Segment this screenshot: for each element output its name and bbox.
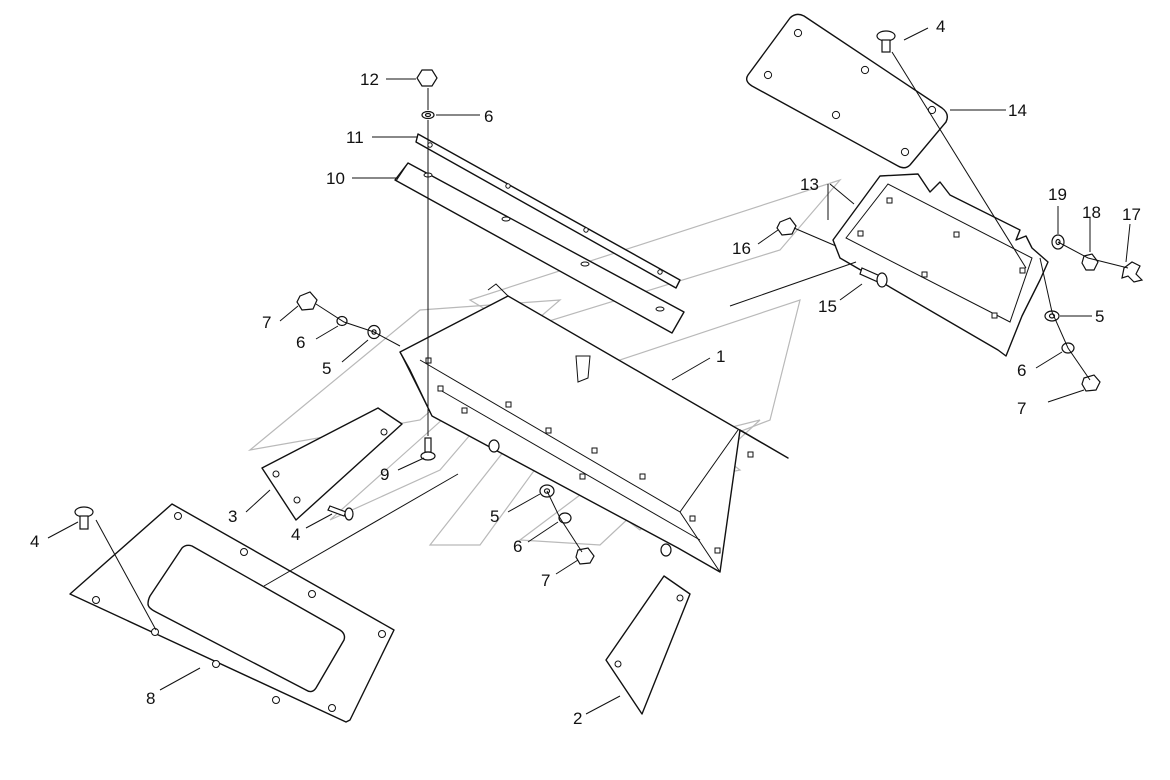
callout-4-part14-bolt: 4: [936, 17, 945, 36]
callout-6-right: 6: [1017, 361, 1026, 380]
callout-4-part3-bolt: 4: [291, 525, 300, 544]
part-10-angle: [394, 162, 685, 334]
callout-4-part8-bolt: 4: [30, 532, 39, 551]
callout-17: 17: [1122, 205, 1141, 224]
callout-labels: 1 2 3 4 4 4 5 5 5 6 6 6 6 7 7 7 8 9 10 1…: [30, 17, 1141, 728]
callout-6-top: 6: [484, 107, 493, 126]
part-14-plate: [745, 13, 949, 169]
part-8-plate: [69, 503, 395, 723]
callout-19: 19: [1048, 185, 1067, 204]
callout-6-center: 6: [513, 537, 522, 556]
callout-7-right: 7: [1017, 399, 1026, 418]
callout-13: 13: [800, 175, 819, 194]
callout-5-right: 5: [1095, 307, 1104, 326]
callout-3: 3: [228, 507, 237, 526]
callout-7-center: 7: [541, 571, 550, 590]
part-3-plate: [261, 407, 403, 521]
callout-16: 16: [732, 239, 751, 258]
callout-2: 2: [573, 709, 582, 728]
callout-5-center: 5: [490, 507, 499, 526]
callout-9: 9: [380, 465, 389, 484]
callout-11: 11: [346, 128, 364, 147]
callout-12: 12: [360, 70, 379, 89]
callout-leaders: [47, 27, 1131, 715]
callout-8: 8: [146, 689, 155, 708]
part-13-bracket: [832, 173, 1049, 357]
callout-15: 15: [818, 297, 837, 316]
callout-5-left: 5: [322, 359, 331, 378]
callout-1: 1: [716, 347, 725, 366]
callout-14: 14: [1008, 101, 1027, 120]
callout-10: 10: [326, 169, 345, 188]
part-2-plate: [605, 575, 691, 715]
assembly-lines: [95, 51, 1129, 631]
part-1-trough: [399, 283, 789, 573]
hardware: [74, 30, 1144, 565]
callout-18: 18: [1082, 203, 1101, 222]
callout-6-left: 6: [296, 333, 305, 352]
callout-7-left: 7: [262, 313, 271, 332]
